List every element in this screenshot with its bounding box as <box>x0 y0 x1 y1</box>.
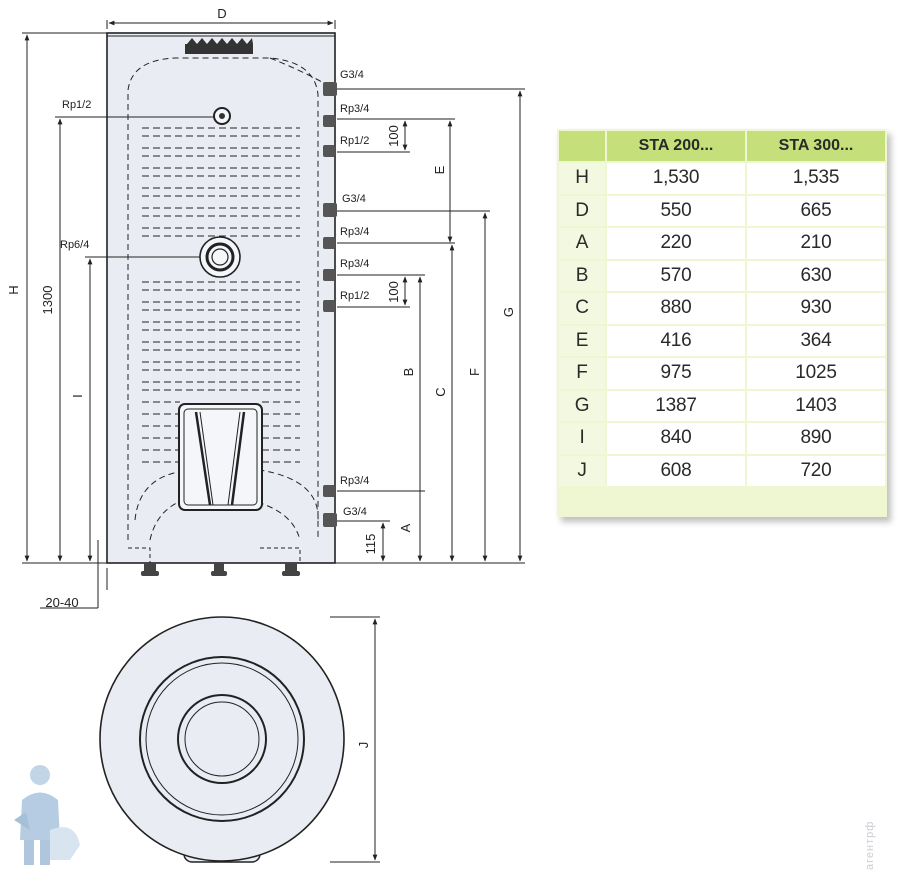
conn-mid-rp12: Rp1/2 <box>340 290 369 302</box>
dimension-lines <box>22 20 525 863</box>
label-a: A <box>398 523 413 532</box>
label-f: F <box>467 368 482 376</box>
header-sta300: STA 300... <box>747 131 885 161</box>
label-e: E <box>432 165 447 174</box>
dimension-text: D H 1300 I 20-40 100 E 100 B C F G A 115… <box>6 6 516 748</box>
sta200-cell: 220 <box>607 228 745 259</box>
sta300-cell: 930 <box>747 293 885 324</box>
rp12-port <box>213 107 231 125</box>
sta200-cell: 570 <box>607 260 745 291</box>
row-key-cell: E <box>559 325 605 356</box>
sta200-cell: 975 <box>607 358 745 389</box>
sta300-cell: 1403 <box>747 390 885 421</box>
label-g: G <box>501 307 516 317</box>
heater-flange <box>178 403 263 511</box>
sta200-cell: 880 <box>607 293 745 324</box>
label-h: H <box>6 285 21 294</box>
sta300-cell: 1,535 <box>747 163 885 194</box>
label-c: C <box>433 387 448 396</box>
label-i: I <box>70 394 85 398</box>
sta300-cell: 1025 <box>747 358 885 389</box>
row-key-cell: B <box>559 260 605 291</box>
sta200-cell: 1387 <box>607 390 745 421</box>
label-j: J <box>356 742 371 749</box>
conn-top-rp34: Rp3/4 <box>340 103 369 115</box>
row-key-cell: I <box>559 423 605 454</box>
row-key-cell: J <box>559 455 605 486</box>
row-key-cell: D <box>559 195 605 226</box>
row-key-cell: F <box>559 358 605 389</box>
sta300-cell: 364 <box>747 325 885 356</box>
label-b: B <box>401 368 416 377</box>
conn-mid-rp34-2: Rp3/4 <box>340 258 369 270</box>
right-fittings <box>323 82 337 527</box>
sta200-cell: 840 <box>607 423 745 454</box>
conn-left-rp64: Rp6/4 <box>60 239 89 251</box>
lower-coil <box>142 281 300 463</box>
spec-table-header: STA 200... STA 300... <box>559 131 885 161</box>
sta300-cell: 890 <box>747 423 885 454</box>
conn-low-rp34: Rp3/4 <box>340 475 369 487</box>
label-d: D <box>217 6 226 21</box>
sta300-cell: 665 <box>747 195 885 226</box>
row-key-cell: C <box>559 293 605 324</box>
tank-top-view <box>99 616 345 863</box>
plumber-logo <box>14 765 80 865</box>
row-key-cell: H <box>559 163 605 194</box>
upper-coil <box>142 127 300 237</box>
conn-bottom-g34: G3/4 <box>343 506 367 518</box>
top-vent <box>185 38 253 54</box>
sta200-cell: 1,530 <box>607 163 745 194</box>
sta200-cell: 416 <box>607 325 745 356</box>
conn-mid-rp34-1: Rp3/4 <box>340 226 369 238</box>
conn-mid-g34: G3/4 <box>342 193 366 205</box>
row-key-cell: G <box>559 390 605 421</box>
sta200-cell: 550 <box>607 195 745 226</box>
conn-top-g34: G3/4 <box>340 69 364 81</box>
watermark-text: агентрф <box>864 820 876 870</box>
row-key-cell: A <box>559 228 605 259</box>
sta300-cell: 720 <box>747 455 885 486</box>
header-corner <box>559 131 605 161</box>
header-sta200: STA 200... <box>607 131 745 161</box>
label-115: 115 <box>363 534 378 555</box>
sta200-cell: 608 <box>607 455 745 486</box>
label-100-top: 100 <box>386 125 401 147</box>
tank-side-view <box>106 32 337 576</box>
conn-top-rp12: Rp1/2 <box>340 135 369 147</box>
label-20-40: 20-40 <box>45 595 78 610</box>
sta300-cell: 210 <box>747 228 885 259</box>
conn-left-rp12: Rp1/2 <box>62 99 91 111</box>
label-1300: 1300 <box>40 286 55 315</box>
sta300-cell: 630 <box>747 260 885 291</box>
rp64-port <box>199 236 241 278</box>
label-100-bottom: 100 <box>386 281 401 303</box>
tank-feet <box>128 547 301 576</box>
